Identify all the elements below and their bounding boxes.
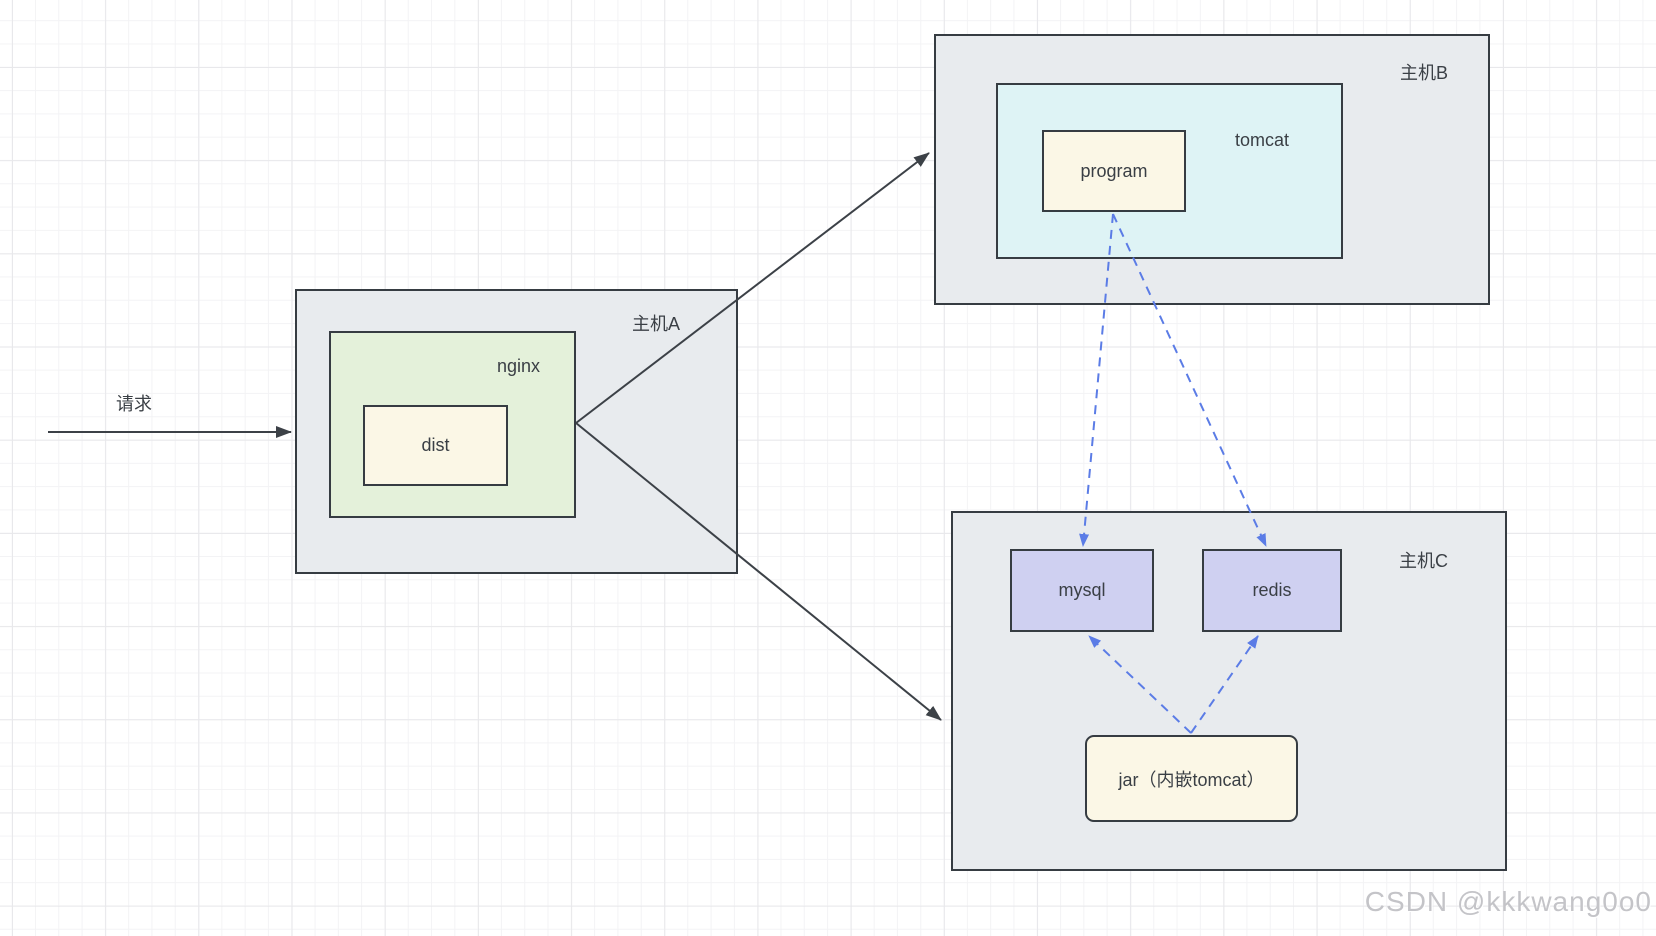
mysql-label: mysql: [1058, 580, 1106, 600]
redis-label: redis: [1252, 580, 1292, 600]
jar-label: jar（内嵌tomcat）: [1118, 769, 1265, 790]
host-c-title: 主机C: [1399, 551, 1448, 571]
csdn-watermark: CSDN @kkkwang0o0: [1364, 886, 1652, 917]
nginx-label: nginx: [496, 356, 540, 376]
dist-label: dist: [421, 435, 450, 455]
redis-box: redis: [1202, 549, 1342, 632]
host-a-title: 主机A: [631, 314, 680, 334]
request-label: 请求: [116, 394, 152, 414]
host-b-title: 主机B: [1399, 63, 1448, 83]
jar-box: jar（内嵌tomcat）: [1085, 735, 1298, 822]
nginx-box: nginx dist: [329, 331, 576, 518]
program-box: program: [1042, 130, 1186, 212]
tomcat-label: tomcat: [1234, 130, 1289, 150]
host-c-box: 主机C mysql redis jar（内嵌tomcat）: [951, 511, 1507, 871]
host-b-box: 主机B tomcat program: [934, 34, 1490, 305]
host-a-box: 主机A nginx dist: [295, 289, 738, 574]
tomcat-box: tomcat program: [996, 83, 1343, 259]
mysql-box: mysql: [1010, 549, 1154, 632]
program-label: program: [1080, 160, 1148, 181]
dist-box: dist: [363, 405, 508, 486]
